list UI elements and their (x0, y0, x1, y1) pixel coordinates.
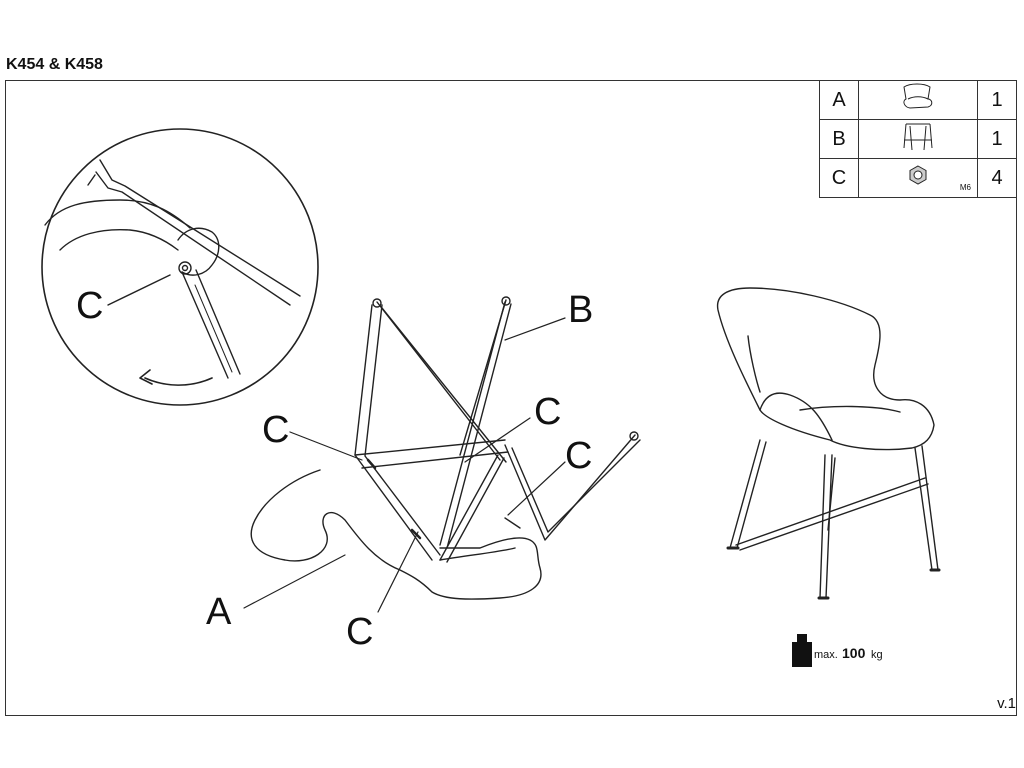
label-c-bottom: C (346, 611, 373, 653)
label-c-right: C (565, 435, 592, 477)
detail-callout (41, 128, 319, 406)
part-qty: 4 (977, 158, 1017, 198)
label-c-detail: C (76, 285, 103, 327)
label-c-upper-right: C (534, 391, 561, 433)
part-id: B (819, 119, 859, 159)
version-label: v.1 (997, 695, 1016, 712)
frame-icon (903, 123, 933, 151)
capacity-prefix: max. (814, 649, 838, 661)
part-picture: M6 (858, 158, 978, 198)
parts-row-c: C M6 4 (819, 158, 1017, 198)
rotate-arrow-icon (144, 377, 213, 386)
parts-table: A 1 B 1 C M6 4 (819, 80, 1017, 198)
frame-part-b (354, 296, 641, 563)
label-c-left: C (262, 409, 289, 451)
bolt-size: M6 (959, 183, 971, 192)
label-a: A (206, 591, 232, 633)
parts-row-b: B 1 (819, 119, 1017, 159)
weight-icon (792, 634, 812, 667)
document-title: K454 & K458 (6, 56, 103, 73)
part-id: A (819, 80, 859, 120)
part-picture (858, 119, 978, 159)
nut-icon (909, 165, 927, 185)
capacity-unit: kg (871, 649, 883, 661)
seat-icon (903, 83, 933, 109)
capacity-value: 100 (842, 645, 866, 661)
assembled-chair (716, 287, 941, 600)
seat-part-a (250, 469, 542, 600)
label-b: B (568, 289, 593, 331)
part-id: C (819, 158, 859, 198)
parts-row-a: A 1 (819, 80, 1017, 120)
part-qty: 1 (977, 119, 1017, 159)
part-picture (858, 80, 978, 120)
drawing-frame (5, 80, 1017, 716)
